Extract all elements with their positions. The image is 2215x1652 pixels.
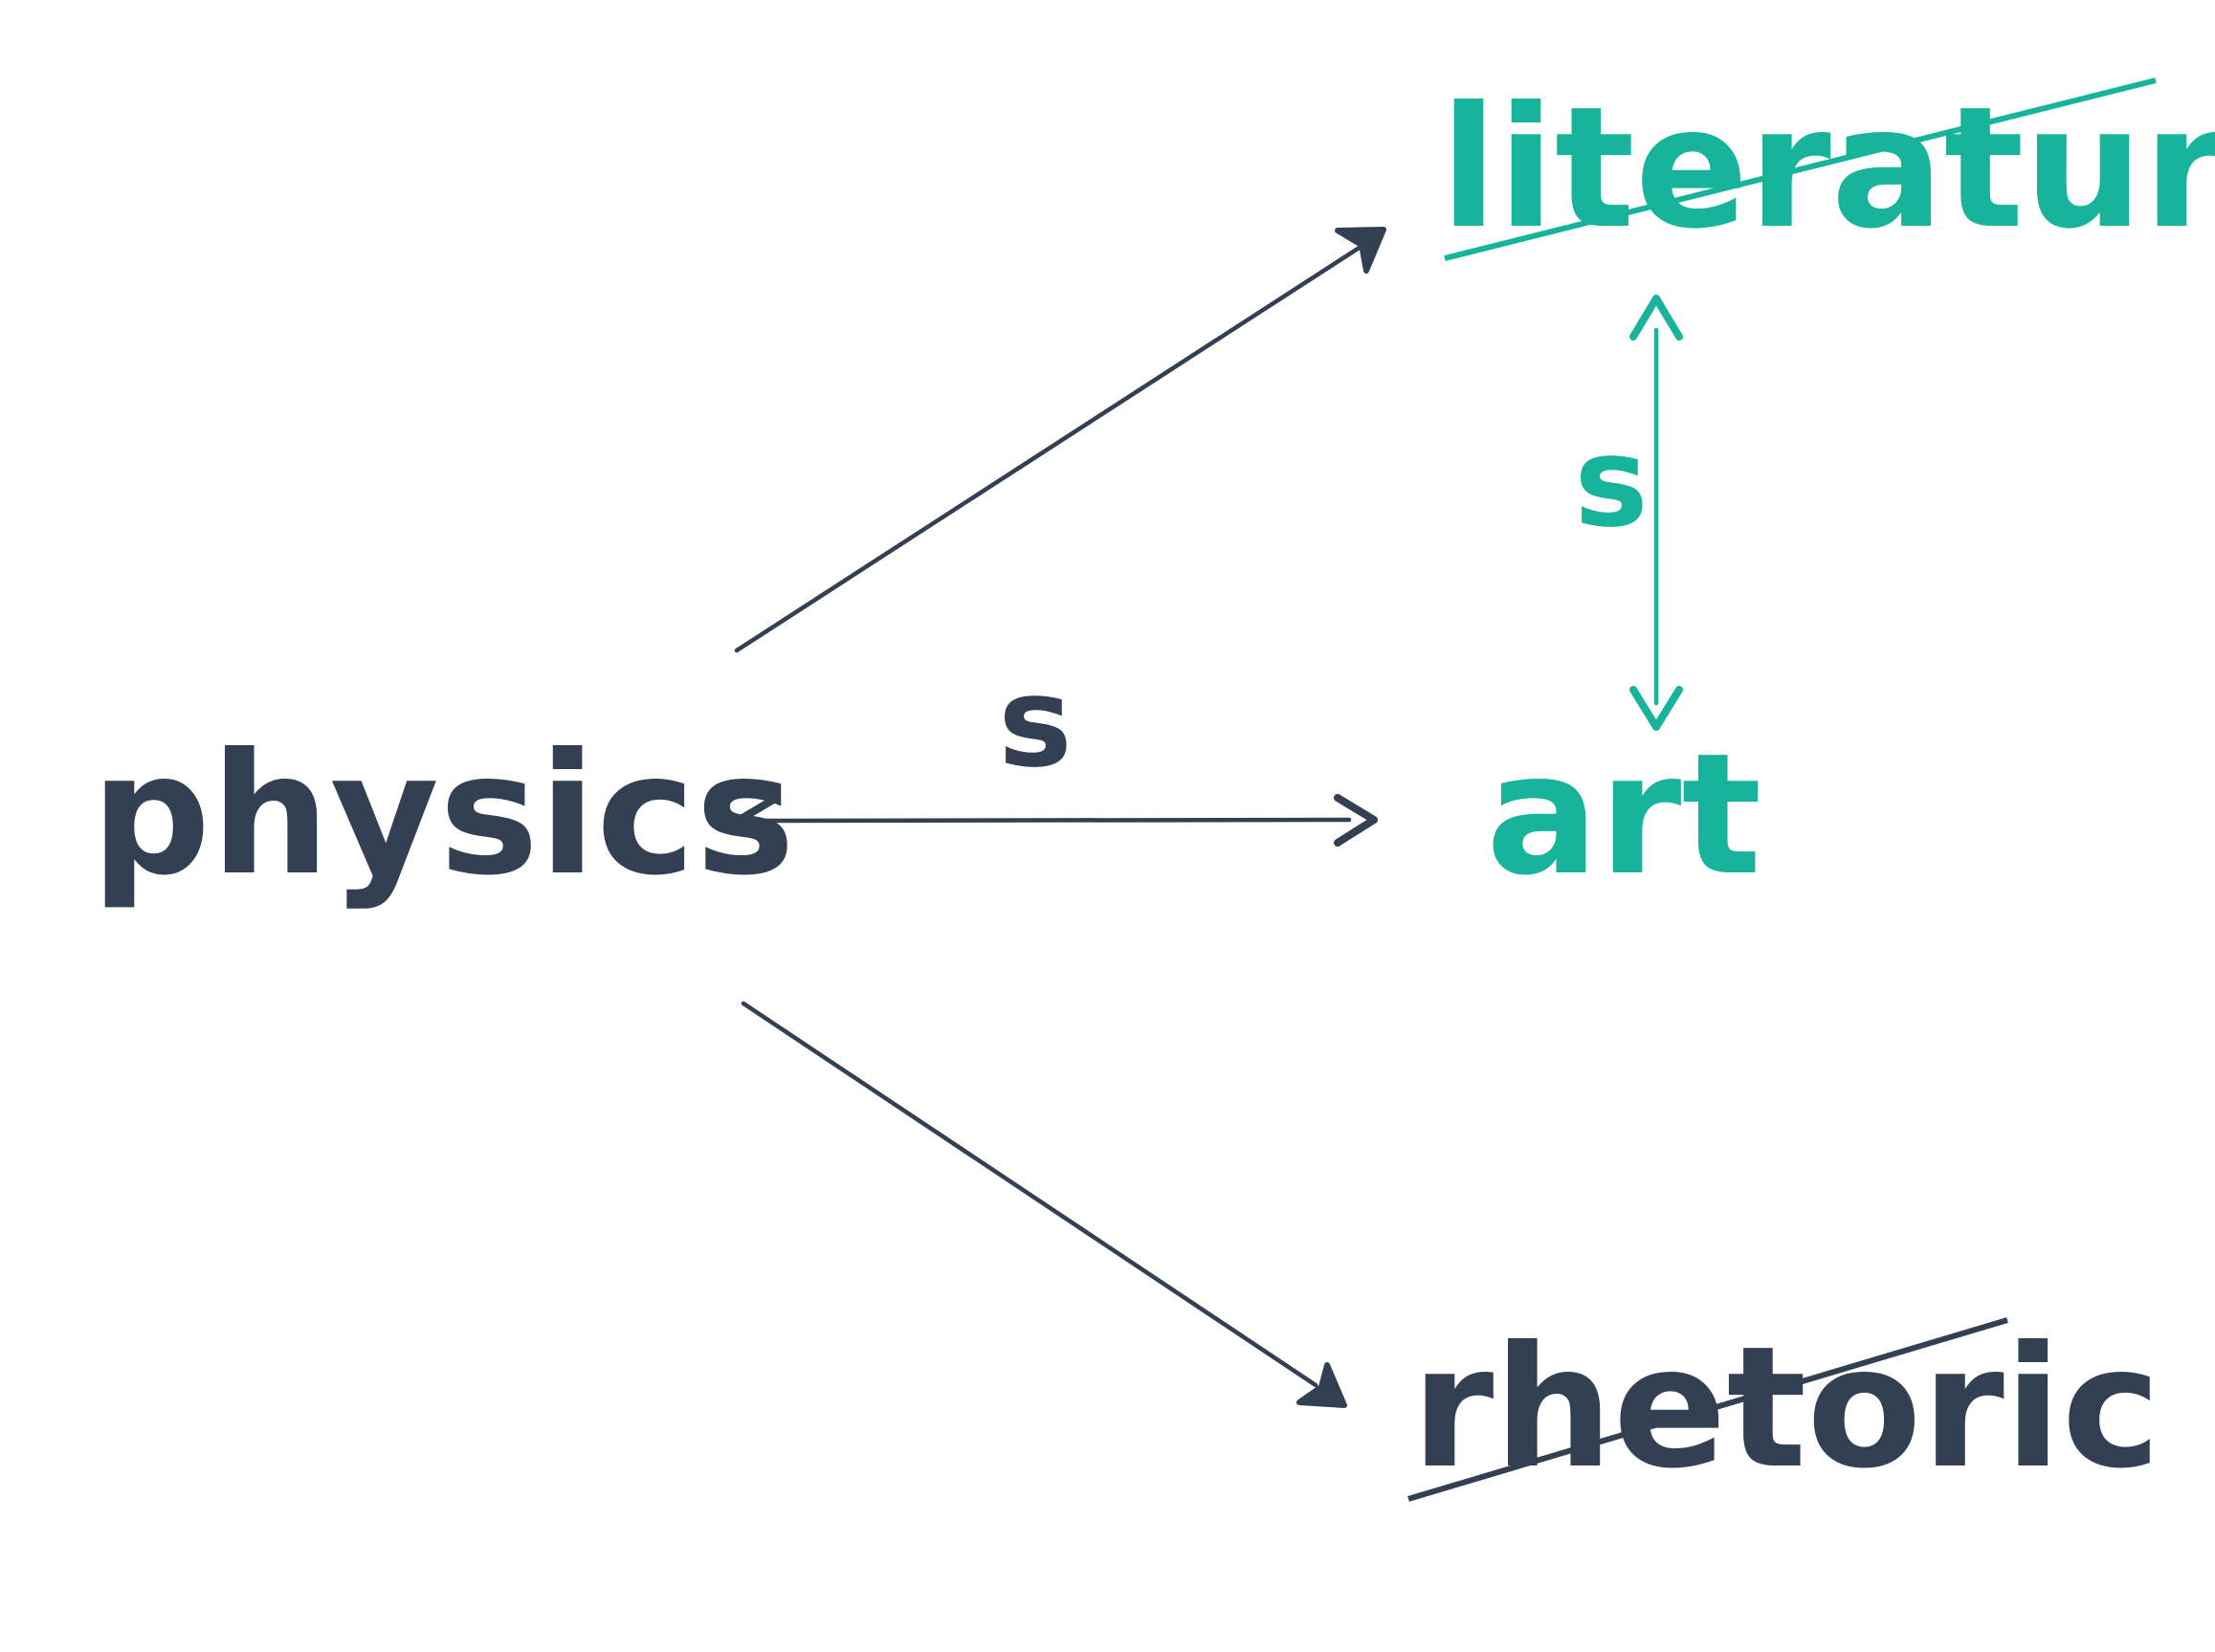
arrowhead-down-icon bbox=[1629, 686, 1683, 731]
arrowhead-up-icon bbox=[1629, 295, 1683, 341]
edge-physics-literature bbox=[734, 227, 1386, 653]
node-rhetoric: rhetoric bbox=[1411, 1311, 2160, 1506]
arrowhead-left-icon bbox=[734, 795, 779, 848]
edge-physics-literature-line bbox=[734, 244, 1363, 653]
edge-physics-art bbox=[734, 794, 1378, 848]
node-literature: literature bbox=[1440, 72, 2215, 266]
edge-physics-rhetoric-line bbox=[741, 1001, 1318, 1388]
edge-physics-art-line bbox=[763, 817, 1352, 824]
literature-strikethrough bbox=[1444, 77, 2157, 261]
node-physics: physics bbox=[91, 718, 795, 913]
edge-literature-art bbox=[1629, 295, 1683, 731]
rhetoric-strikethrough bbox=[1407, 1317, 2008, 1502]
edge-physics-art-label: s bbox=[998, 650, 1072, 795]
node-art: art bbox=[1486, 718, 1761, 913]
arrowhead-upright-icon bbox=[1335, 227, 1386, 274]
arrowhead-right-icon bbox=[1334, 794, 1378, 847]
arrowhead-downright-icon bbox=[1296, 1362, 1347, 1408]
edge-literature-art-label: s bbox=[1574, 409, 1648, 555]
edge-physics-rhetoric bbox=[741, 1001, 1347, 1408]
